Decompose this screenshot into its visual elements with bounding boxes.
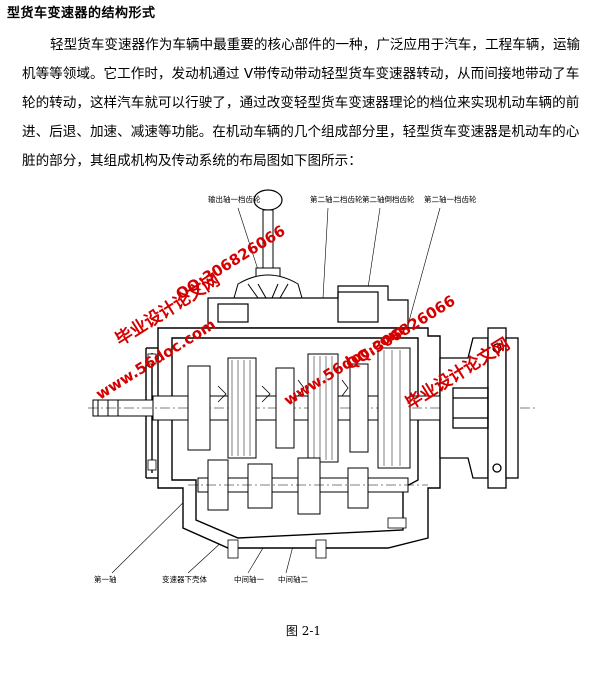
paragraph-text: 轻型货车变速器作为车辆中最重要的核心部件的一种，广泛应用于汽车，工程车辆，运输机… [22, 37, 581, 169]
label-first-shaft: 第一轴 [94, 574, 117, 584]
countershaft [188, 457, 428, 515]
gearbox-drawing: 输出轴一档齿轮 第二轴二档齿轮 第二轴倒档齿轮 第二轴一档齿轮 第一轴 变速器下… [88, 189, 536, 584]
body-paragraph: 轻型货车变速器作为车辆中最重要的核心部件的一种，广泛应用于汽车，工程车辆，运输机… [22, 31, 582, 176]
section-title: 型货车变速器的结构形式 [7, 6, 156, 21]
figure-caption: 图 2-1 [285, 624, 322, 638]
output-flange [439, 327, 519, 489]
label-lower-housing: 变速器下壳体 [162, 574, 207, 584]
gearbox-figure: 输出轴一档齿轮 第二轴二档齿轮 第二轴倒档齿轮 第二轴一档齿轮 第一轴 变速器下… [88, 188, 536, 588]
bolts [147, 353, 407, 559]
label-countershaft-two: 中间轴二 [278, 574, 308, 584]
label-reverse-gear: 第二轴倒档齿轮 [362, 194, 415, 204]
main-shaft-gears [187, 347, 411, 469]
label-second-gear: 第二轴二档齿轮 [310, 194, 363, 204]
shift-lever [233, 189, 303, 299]
label-output-first-gear: 输出轴一档齿轮 [208, 194, 261, 204]
label-countershaft-one: 中间轴一 [234, 574, 264, 584]
label-first-gear: 第二轴一档齿轮 [424, 194, 477, 204]
